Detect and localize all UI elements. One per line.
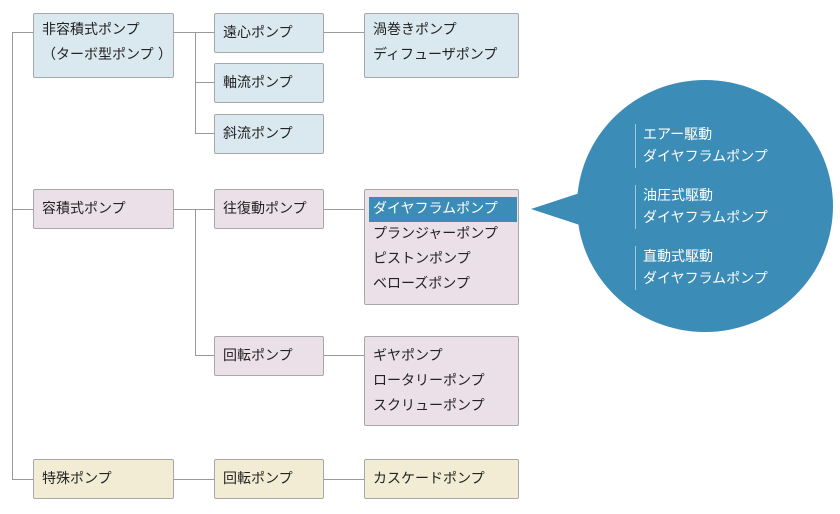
- bubble-line: ダイヤフラムポンプ: [643, 149, 768, 165]
- centrifugal-types-box: 渦巻きポンプ ディフューザポンプ: [364, 13, 519, 78]
- reciprocating-pump-label: 往復動ポンプ: [223, 200, 307, 217]
- bubble-line: 油圧式駆動: [643, 188, 713, 204]
- list-item: ベローズポンプ: [373, 276, 470, 292]
- positive-pump-label: 容積式ポンプ: [42, 200, 126, 217]
- bubble-line: ダイヤフラムポンプ: [643, 271, 768, 287]
- non-positive-pump-label: 非容積式ポンプ: [42, 22, 140, 38]
- air-driven-diaphragm-group: エアー駆動 ダイヤフラムポンプ: [635, 124, 768, 168]
- axial-pump-label: 軸流ポンプ: [223, 74, 293, 91]
- positive-displacement-pump-box: 容積式ポンプ: [33, 189, 174, 229]
- rotary-types-box: ギヤポンプ ロータリーポンプ スクリューポンプ: [364, 336, 519, 426]
- bubble-line: 直動式駆動: [643, 249, 713, 265]
- non-positive-displacement-pump-box: 非容積式ポンプ （ターボ型ポンプ ）: [33, 13, 174, 78]
- special-types-box: カスケードポンプ: [364, 459, 519, 499]
- reciprocating-pump-box: 往復動ポンプ: [214, 189, 324, 229]
- mixed-flow-pump-label: 斜流ポンプ: [223, 125, 293, 142]
- centrifugal-pump-box: 遠心ポンプ: [214, 13, 324, 53]
- turbo-pump-label: （ターボ型ポンプ ）: [42, 47, 173, 63]
- diaphragm-pump-item-highlighted: ダイヤフラムポンプ: [369, 197, 517, 222]
- special-pump-label: 特殊ポンプ: [42, 470, 112, 487]
- list-item: ロータリーポンプ: [373, 373, 485, 389]
- special-rotary-pump-label: 回転ポンプ: [223, 470, 293, 487]
- list-item: スクリューポンプ: [373, 398, 485, 414]
- list-item: 渦巻きポンプ: [373, 22, 457, 38]
- bubble-line: ダイヤフラムポンプ: [643, 210, 768, 226]
- hydraulic-diaphragm-group: 油圧式駆動 ダイヤフラムポンプ: [635, 185, 768, 229]
- bubble-line: エアー駆動: [643, 127, 713, 143]
- special-pump-box: 特殊ポンプ: [33, 459, 174, 499]
- list-item: プランジャーポンプ: [373, 226, 498, 242]
- mixed-flow-pump-box: 斜流ポンプ: [214, 114, 324, 154]
- list-item: ディフューザポンプ: [373, 47, 498, 63]
- rotary-pump-label: 回転ポンプ: [223, 347, 293, 364]
- direct-drive-diaphragm-group: 直動式駆動 ダイヤフラムポンプ: [635, 246, 768, 290]
- reciprocating-types-box: ダイヤフラムポンプ プランジャーポンプ ピストンポンプ ベローズポンプ: [364, 189, 519, 305]
- centrifugal-pump-label: 遠心ポンプ: [223, 24, 293, 41]
- rotary-pump-box: 回転ポンプ: [214, 336, 324, 376]
- list-item: ギヤポンプ: [373, 348, 443, 364]
- special-rotary-pump-box: 回転ポンプ: [214, 459, 324, 499]
- cascade-pump-label: カスケードポンプ: [373, 470, 485, 487]
- list-item: ピストンポンプ: [373, 251, 471, 267]
- axial-pump-box: 軸流ポンプ: [214, 63, 324, 103]
